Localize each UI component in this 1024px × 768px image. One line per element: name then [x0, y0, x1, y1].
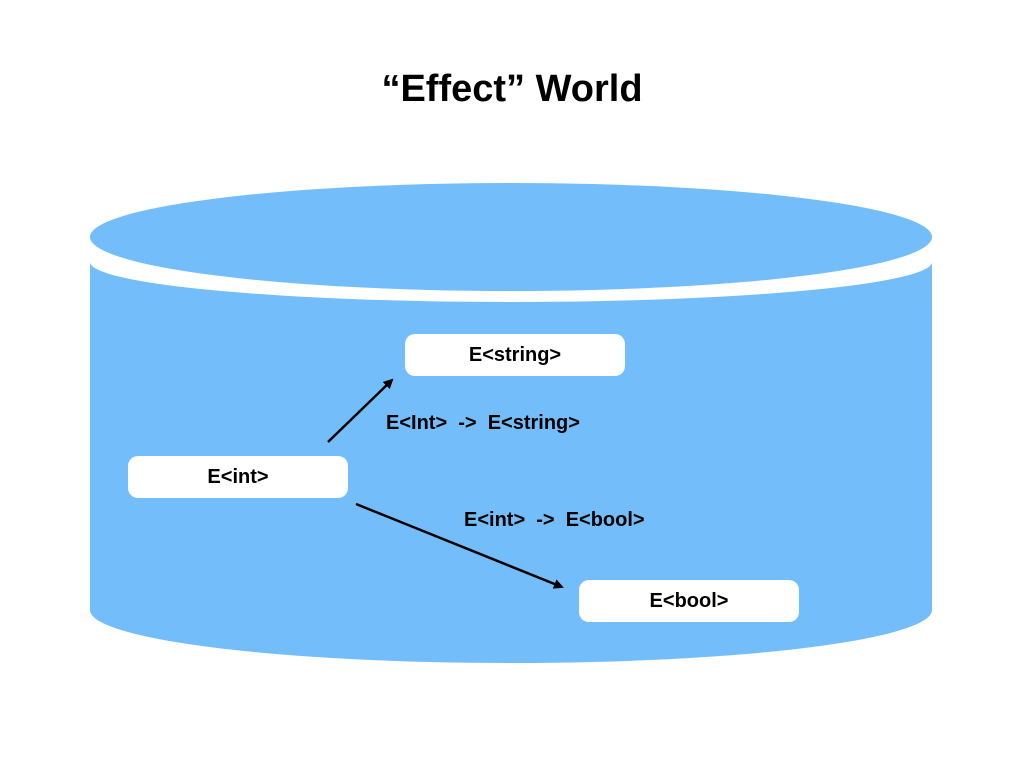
- arrow-int-to-bool: [355, 502, 564, 589]
- edge-label-int-to-string: E<Int> -> E<string>: [386, 412, 580, 434]
- node-e-bool: E<bool>: [579, 580, 799, 622]
- edge-label-int-to-bool: E<int> -> E<bool>: [464, 509, 645, 531]
- arrow-int-to-string: [327, 378, 394, 443]
- cylinder-shape: [90, 183, 932, 663]
- slide-title: “Effect” World: [381, 68, 643, 110]
- node-e-int: E<int>: [128, 456, 348, 498]
- cylinder-body: [90, 262, 932, 663]
- node-e-string: E<string>: [405, 334, 625, 376]
- cylinder-top: [90, 183, 932, 291]
